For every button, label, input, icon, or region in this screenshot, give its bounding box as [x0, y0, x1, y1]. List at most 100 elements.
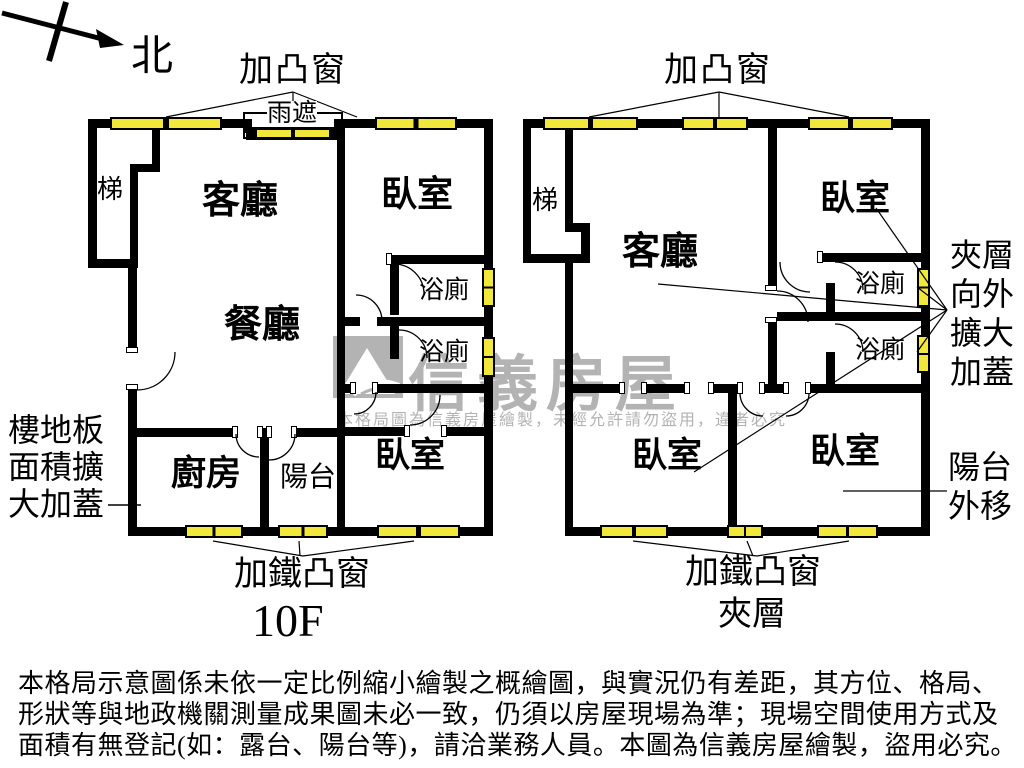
left-bedroom-bottom-label: 臥室 [375, 436, 446, 475]
door-plate [817, 251, 823, 263]
door-plate [684, 382, 690, 394]
door-plate [619, 382, 625, 394]
window [808, 117, 893, 130]
wall [152, 128, 160, 172]
wall [523, 119, 531, 263]
wall [377, 317, 493, 326]
right-bedroom-bottom-right-label: 臥室 [810, 432, 881, 471]
door-plate [765, 317, 777, 323]
wall [133, 428, 237, 437]
wall [638, 119, 682, 128]
left-balcony-label: 陽台 [280, 462, 337, 493]
disclaimer-text: 本格局示意圖係未依一定比例縮小繪製之概繪圖，與實況仍有差距，其方位、格局、 形狀… [18, 669, 1017, 760]
mezzanine-expansion-note: 夾層 向外 擴大 加蓋 [950, 237, 1015, 390]
window [727, 525, 763, 538]
door-plate [805, 382, 811, 394]
wall [88, 119, 97, 268]
window [482, 268, 495, 307]
floor-expansion-note: 樓地板 面積擴 大加蓋 [8, 412, 105, 522]
wall [390, 255, 493, 264]
door-plate [737, 382, 743, 394]
wall [484, 119, 493, 536]
right-bedroom-bottom-left-label: 臥室 [632, 436, 703, 475]
left-bath-upper-label: 浴廁 [419, 277, 470, 304]
wall [337, 384, 355, 393]
window [278, 525, 328, 538]
window [917, 268, 930, 307]
left-floor-label: 10F [252, 595, 324, 646]
window [600, 525, 668, 538]
left-stairs-label: 梯 [97, 175, 124, 204]
wall [337, 128, 345, 536]
wall [768, 128, 777, 290]
left-living-label: 客廳 [202, 180, 279, 222]
door-plate [266, 426, 272, 438]
left-top-windows-label: 加凸窗 [239, 52, 347, 89]
window [543, 117, 638, 130]
door-plate [708, 382, 714, 394]
door-plate [257, 426, 263, 438]
wall [296, 428, 345, 437]
left-bath-lower-label: 浴廁 [419, 339, 470, 366]
right-living-label: 客廳 [622, 231, 699, 273]
wall [728, 384, 737, 536]
wall [893, 119, 930, 128]
window [377, 525, 460, 538]
wall [130, 164, 138, 268]
north-arrow [1, 1, 124, 62]
wall [921, 119, 930, 536]
door-plate [404, 425, 410, 437]
door-plate [386, 253, 392, 265]
left-dining-label: 餐廳 [224, 304, 301, 346]
wall [581, 223, 590, 263]
wall [345, 317, 360, 326]
wall [565, 384, 622, 393]
door-plate [641, 382, 647, 394]
window [110, 117, 222, 130]
rain-cover-label: 雨遮 [267, 100, 318, 127]
door-plate [783, 382, 789, 394]
wall [334, 119, 343, 133]
door-plate [765, 285, 777, 291]
door-plate [441, 425, 447, 437]
window [185, 525, 243, 538]
wall [128, 259, 137, 351]
right-bottom-windows-label: 加鐵凸窗 [685, 554, 821, 591]
wall [810, 384, 930, 393]
wall [260, 428, 269, 536]
wall [130, 164, 160, 172]
left-kitchen-label: 廚房 [171, 454, 242, 493]
right-stairs-label: 梯 [532, 186, 559, 215]
door-plate [232, 426, 238, 438]
right-bedroom-top-label: 臥室 [820, 179, 891, 218]
wall [243, 119, 252, 133]
wall [128, 389, 137, 536]
wall [345, 427, 408, 436]
window [682, 117, 748, 130]
wall [565, 128, 573, 232]
door-plate [126, 347, 138, 353]
right-bath-lower-label: 浴廁 [855, 337, 906, 364]
left-bottom-windows-label: 加鐵凸窗 [234, 556, 370, 593]
wall [768, 322, 777, 393]
wall [88, 259, 137, 268]
wall [523, 119, 543, 128]
wall [565, 254, 573, 536]
left-bedroom-top-label: 臥室 [381, 174, 454, 214]
door-plate [291, 426, 297, 438]
watermark-notice: 本格局圖為信義房屋繪製，未經允許請勿盜用，違者必究 [337, 412, 788, 429]
right-top-windows-label: 加凸窗 [664, 52, 772, 89]
door-plate [126, 384, 138, 390]
wall [822, 253, 930, 262]
north-label: 北 [131, 34, 174, 80]
wall [748, 119, 808, 128]
right-bottom-mezzanine-label: 夾層 [718, 596, 786, 633]
wall [646, 384, 688, 393]
window [255, 128, 331, 139]
wall [777, 312, 930, 321]
wall [377, 384, 493, 393]
window [482, 337, 495, 377]
window [917, 335, 930, 373]
wall [390, 326, 399, 359]
